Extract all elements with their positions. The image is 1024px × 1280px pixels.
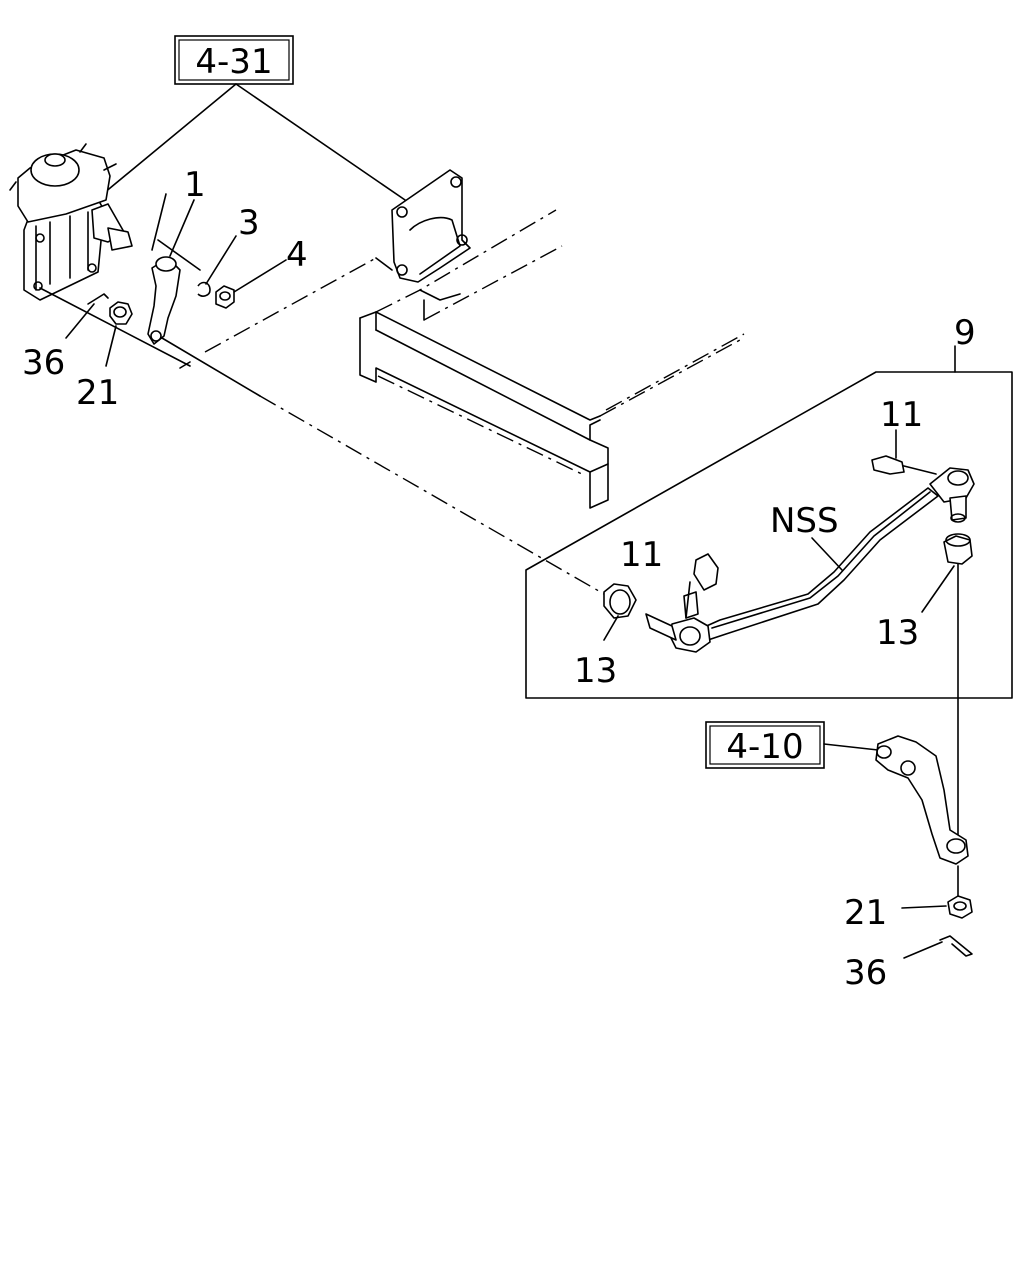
steering-gearbox (9, 143, 133, 301)
callout-13-right: 13 (876, 613, 919, 653)
assembly-line-left (259, 395, 605, 595)
cotter-pin-right (939, 935, 973, 957)
ball-joint-left (645, 591, 711, 653)
leader-nss (811, 537, 843, 571)
reference-label-4-10: 4-10 (726, 727, 803, 767)
dust-boot-left (603, 583, 637, 619)
cotter-pin-left (87, 293, 109, 305)
castle-nut-right (947, 895, 973, 919)
steering-arm (875, 735, 969, 865)
callout-36-left: 36 (22, 343, 65, 383)
leader-4 (233, 259, 287, 293)
lock-washer (197, 281, 211, 297)
leader-4-10 (823, 743, 879, 751)
pitman-nut (215, 285, 235, 309)
leader-36-left (65, 303, 95, 339)
reference-box-4-10[interactable]: 4-10 (705, 721, 825, 769)
axis-line-1 (151, 193, 167, 251)
callout-3: 3 (238, 203, 260, 243)
leader-13-right (921, 565, 955, 613)
leader-21-left (105, 325, 117, 367)
grease-fitting-mid (693, 553, 719, 591)
drag-link (701, 487, 939, 641)
dust-boot-right (943, 533, 973, 565)
callout-11-top: 11 (880, 395, 923, 435)
callout-4: 4 (286, 235, 308, 275)
frame-edge-line (39, 287, 191, 367)
callout-9: 9 (954, 313, 976, 353)
leader-21-right (901, 905, 947, 909)
leader-36-right (903, 941, 943, 959)
callout-nss: NSS (770, 501, 839, 541)
callout-21-right: 21 (844, 893, 887, 933)
leader-11-mid (685, 581, 691, 619)
callout-11-mid: 11 (620, 535, 663, 575)
leader-1 (169, 199, 195, 257)
gearbox-bracket (391, 169, 471, 283)
leader-3 (205, 235, 237, 285)
leader-4-31-bracket (235, 83, 409, 203)
callout-21-left: 21 (76, 373, 119, 413)
castle-nut-left (109, 301, 133, 325)
reference-box-4-31[interactable]: 4-31 (174, 35, 294, 85)
callout-1: 1 (184, 165, 206, 205)
leader-4-31-gearbox (97, 83, 237, 199)
callout-13-left: 13 (574, 651, 617, 691)
leader-13-left (603, 615, 619, 641)
reference-label-4-31: 4-31 (195, 42, 272, 82)
drag-link-group-outline (525, 371, 1013, 699)
ball-joint-right (929, 467, 975, 523)
pitman-arm (147, 256, 181, 345)
grease-fitting-top (871, 455, 937, 475)
callout-36-right: 36 (844, 953, 887, 993)
frame-rail (204, 209, 745, 509)
